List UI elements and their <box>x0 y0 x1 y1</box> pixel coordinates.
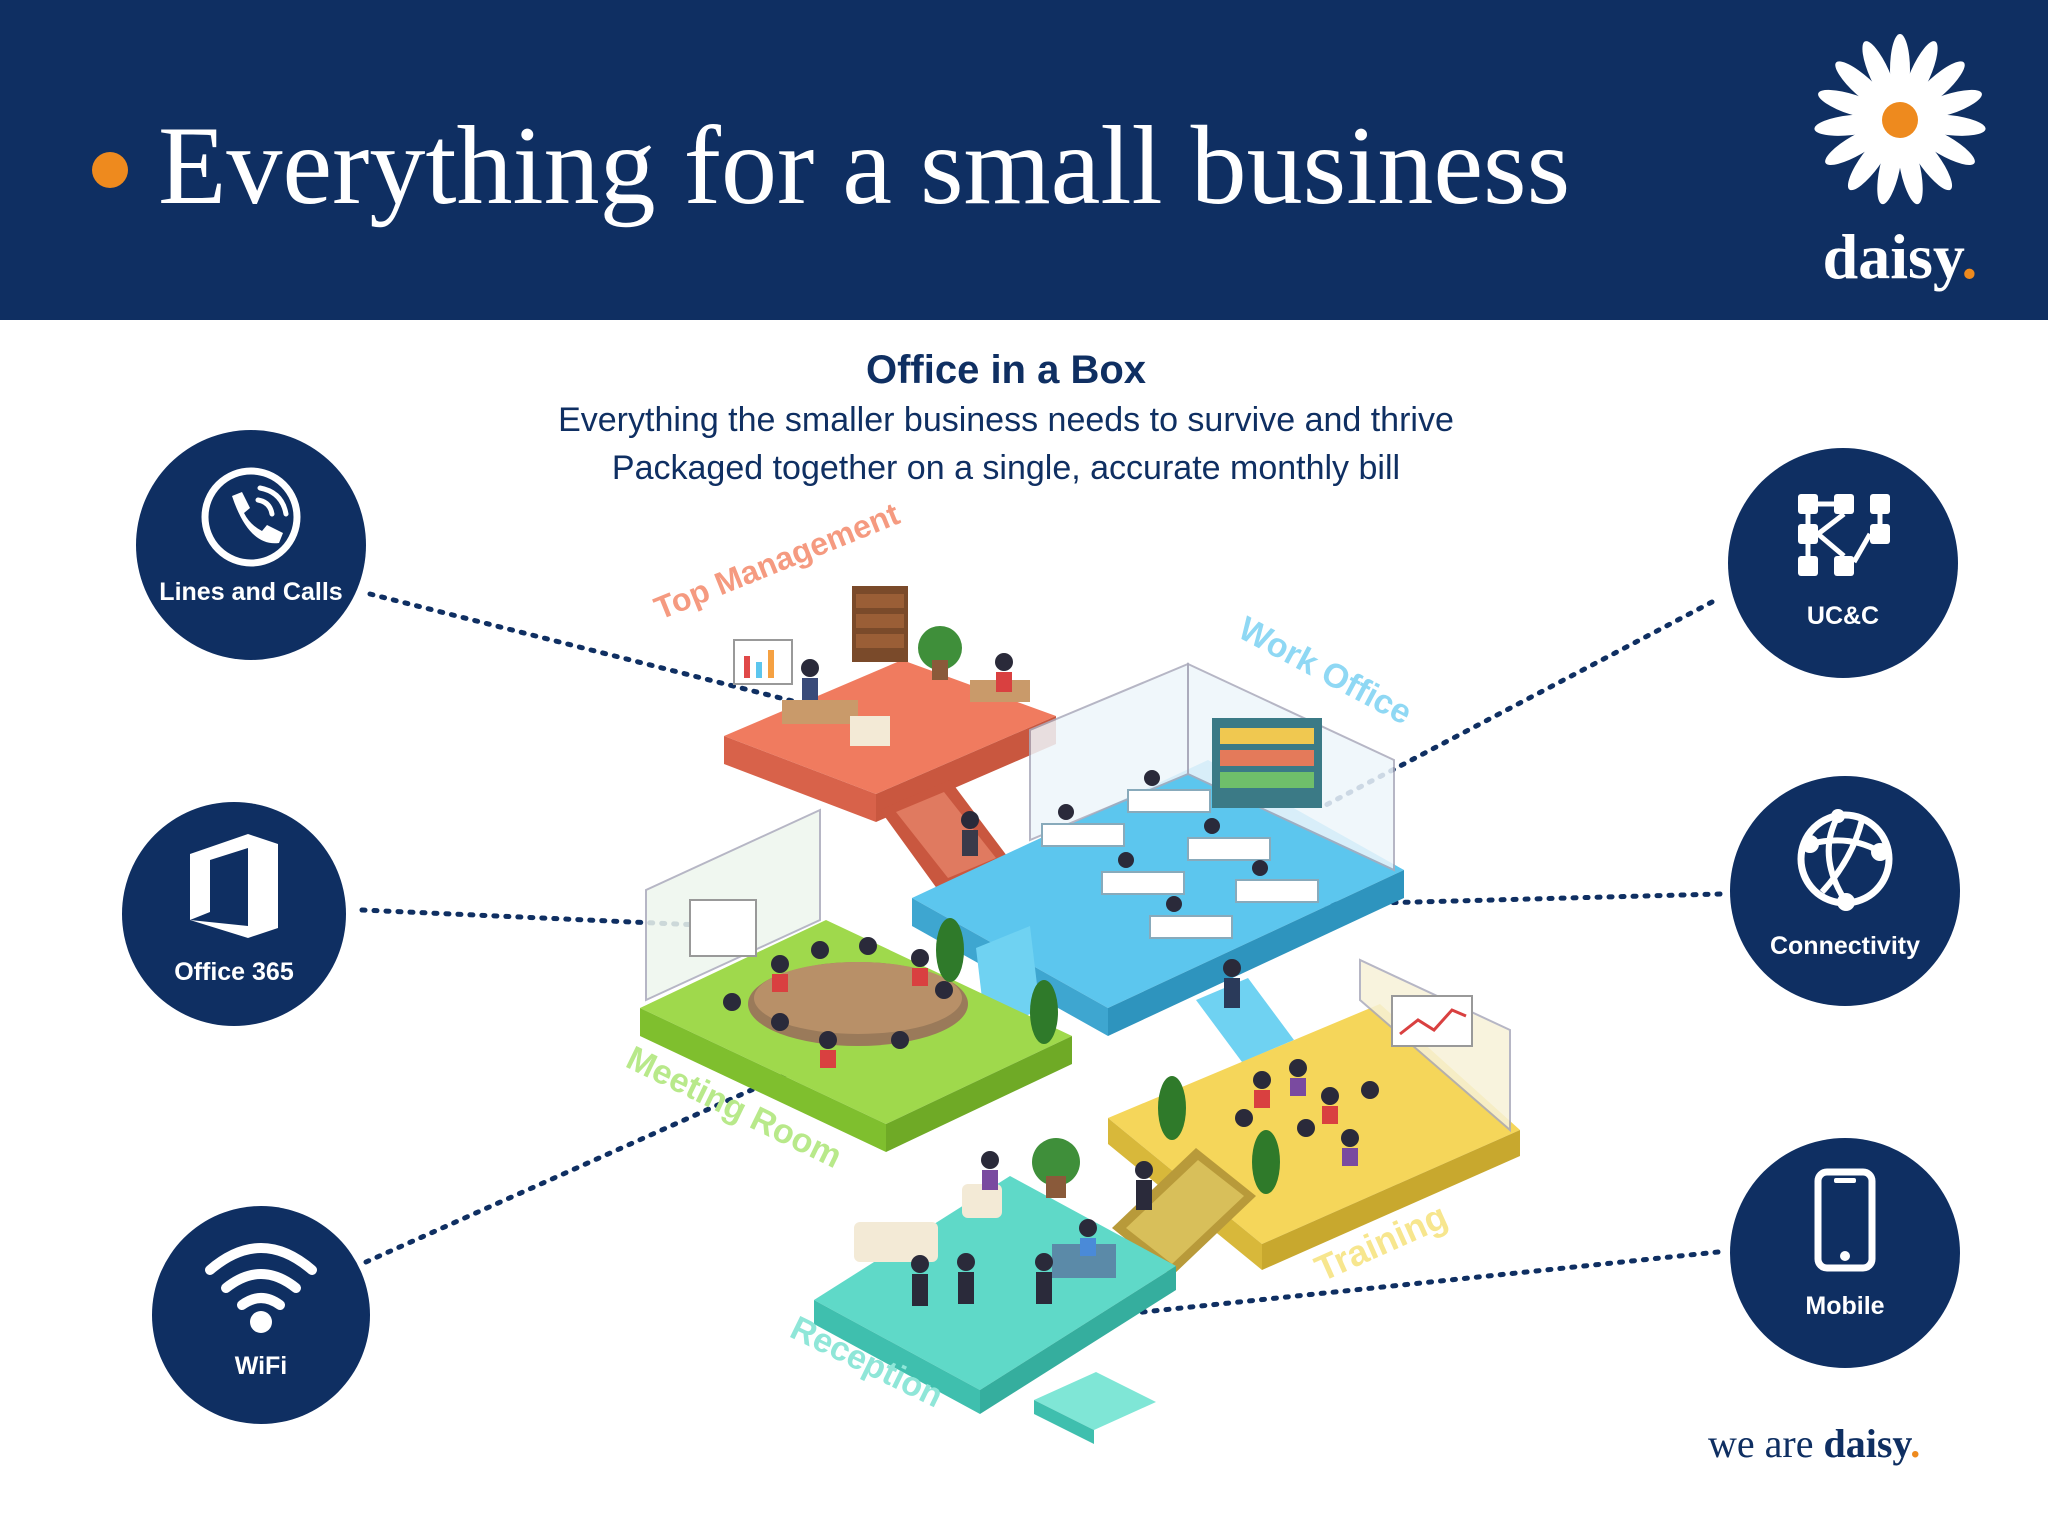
intro-title: Office in a Box <box>865 348 1147 392</box>
wifi-icon <box>205 1243 317 1333</box>
service-office365[interactable]: Office 365 <box>122 802 346 1026</box>
escalator-lower <box>1112 1148 1256 1276</box>
globe-icon <box>1797 809 1893 911</box>
intro-line-2: Packaged together on a single, accurate … <box>611 449 1401 487</box>
service-label: Mobile <box>1805 1292 1885 1320</box>
phone-icon <box>201 467 301 567</box>
service-label: WiFi <box>234 1352 288 1380</box>
service-mobile[interactable]: Mobile <box>1730 1138 1960 1368</box>
daisy-flower-icon <box>1814 34 1986 205</box>
title-bullet <box>92 152 128 188</box>
connector-mobile <box>1121 1249 1721 1317</box>
intro-line-1: Everything the smaller business needs to… <box>558 401 1454 439</box>
office365-icon <box>190 834 278 938</box>
zone-reception: Reception <box>784 1138 1176 1444</box>
ucc-network-icon <box>1798 494 1890 576</box>
service-connectivity[interactable]: Connectivity <box>1730 776 1960 1006</box>
service-ucc[interactable]: UC&C <box>1728 448 1958 678</box>
page-title: Everything for a small business <box>158 104 1571 228</box>
service-label: UC&C <box>1806 602 1880 630</box>
connector-connectivity <box>1261 891 1723 909</box>
zone-meeting-room: Meeting Room <box>620 808 1072 1176</box>
service-label: Lines and Calls <box>159 578 343 606</box>
service-label: Office 365 <box>174 958 294 986</box>
office-illustration: Top Management Work Office <box>359 495 1723 1444</box>
service-lines-and-calls[interactable]: Lines and Calls <box>136 430 366 660</box>
escalator-upper <box>880 780 1010 890</box>
service-wifi[interactable]: WiFi <box>152 1206 370 1424</box>
logo-wordmark: daisy. <box>1822 221 1978 292</box>
service-label: Connectivity <box>1769 932 1921 960</box>
intro-block: Office in a Box Everything the smaller b… <box>0 344 2012 492</box>
daisy-logo[interactable]: daisy. <box>1790 20 2010 310</box>
footer-tagline: we are daisy. <box>1708 1421 1921 1466</box>
mobile-phone-icon <box>1814 1168 1876 1272</box>
zone-top-management: Top Management <box>649 495 1056 822</box>
connector-lines-and-calls <box>367 591 823 711</box>
header-banner: Everything for a small business <box>0 0 2048 320</box>
